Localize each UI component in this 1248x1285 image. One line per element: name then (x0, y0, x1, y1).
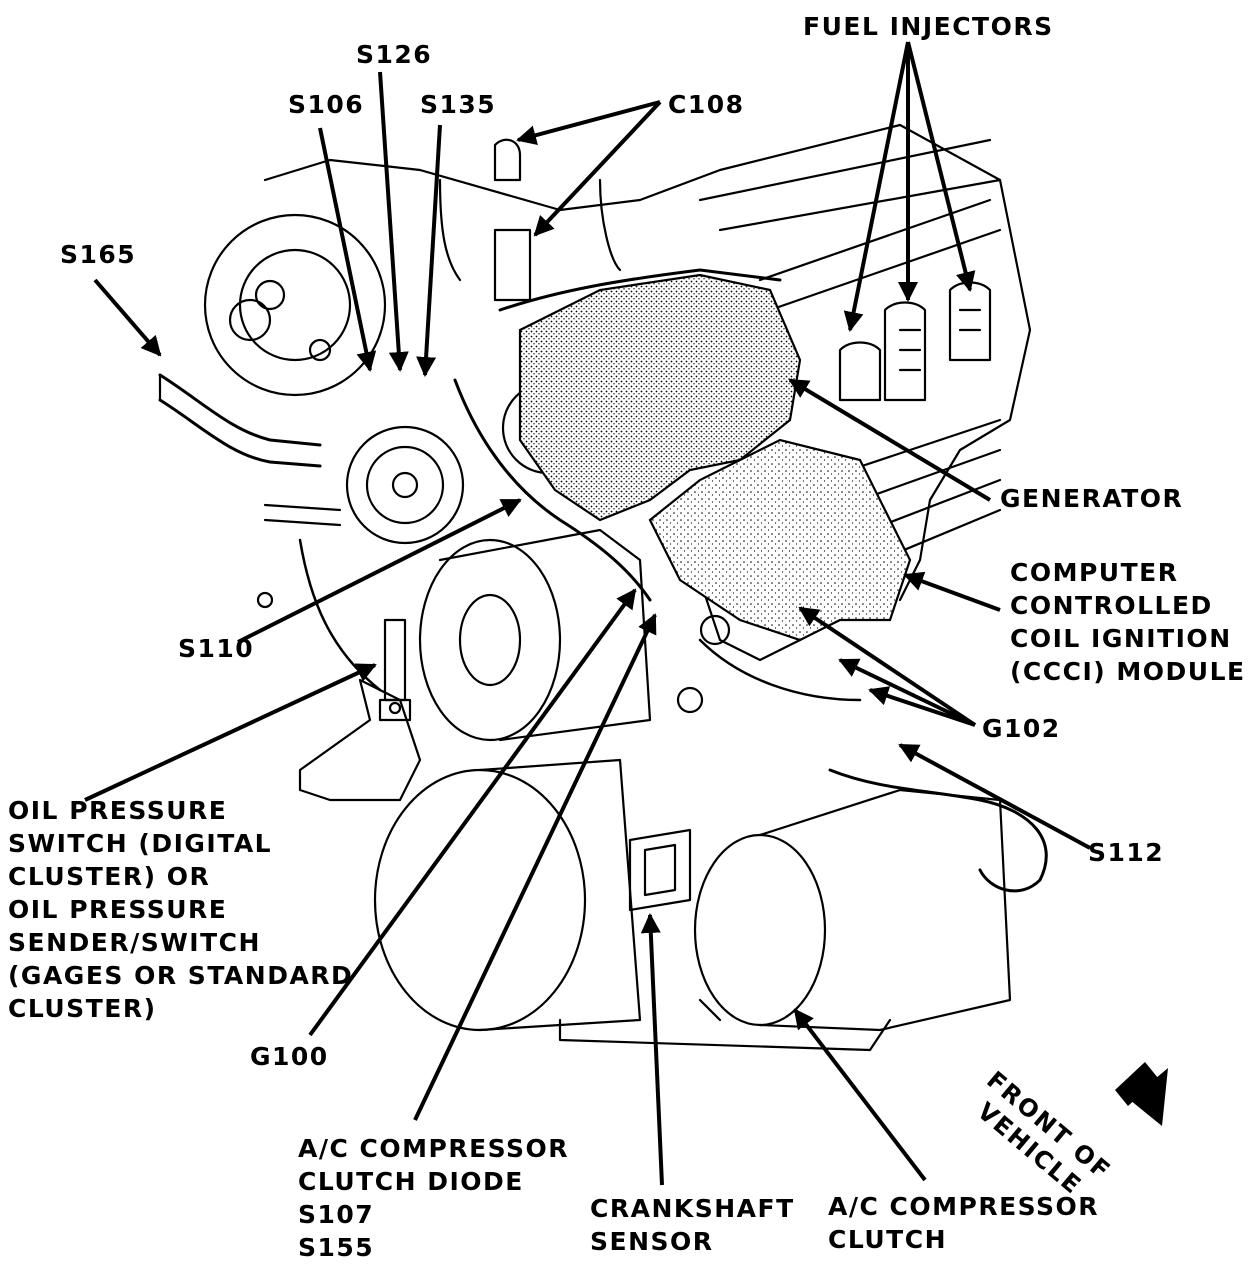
arrow-generator (788, 378, 992, 502)
label-s126: S126 (356, 40, 433, 69)
arrow-ac-diode (413, 613, 657, 1121)
label-s165: S165 (60, 240, 137, 269)
arrow-g102-a (798, 606, 977, 727)
arrow-g102-c (868, 686, 976, 727)
arrow-s112 (898, 743, 1091, 850)
arrow-c108-a (516, 100, 661, 146)
label-ac-compressor-clutch: A/C COMPRESSOR CLUTCH (828, 1192, 1100, 1254)
label-crankshaft-sensor: CRANKSHAFT SENSOR (590, 1194, 795, 1256)
label-s135: S135 (420, 90, 497, 119)
front-arrow-shaft (1115, 1062, 1158, 1106)
ccci-module-shading (648, 438, 912, 642)
label-generator: GENERATOR (1000, 484, 1184, 513)
arrow-s165 (93, 278, 162, 357)
arrow-ccci (903, 571, 1001, 612)
arrow-crankshaft (640, 913, 664, 1186)
arrow-oil-pressure (84, 663, 377, 802)
label-ccci-module: COMPUTER CONTROLLED COIL IGNITION (CCCI)… (1010, 558, 1246, 686)
label-s106: S106 (288, 90, 365, 119)
label-g100: G100 (250, 1042, 329, 1071)
label-oil-pressure: OIL PRESSURE SWITCH (DIGITAL CLUSTER) OR… (8, 796, 354, 1023)
arrow-s110 (237, 498, 522, 644)
front-arrow-head (1130, 1068, 1168, 1126)
label-s110: S110 (178, 634, 255, 663)
arrow-s135 (416, 124, 442, 377)
label-c108: C108 (668, 90, 745, 119)
arrow-fuel-injector-1 (843, 41, 910, 332)
label-s112: S112 (1088, 838, 1165, 867)
arrow-c108-b (533, 100, 662, 237)
arrow-g100 (308, 588, 637, 1037)
arrow-s106 (318, 127, 377, 372)
label-g102: G102 (982, 714, 1061, 743)
label-fuel-injectors: FUEL INJECTORS (803, 12, 1054, 41)
arrow-ac-clutch (793, 1008, 927, 1182)
leader-arrows (84, 41, 1091, 1186)
arrow-fuel-injector-3 (906, 41, 976, 292)
arrow-g102-b (838, 658, 976, 727)
arrow-s126 (378, 71, 409, 372)
label-ac-compressor-clutch-diode: A/C COMPRESSOR CLUTCH DIODE S107 S155 (298, 1134, 570, 1262)
